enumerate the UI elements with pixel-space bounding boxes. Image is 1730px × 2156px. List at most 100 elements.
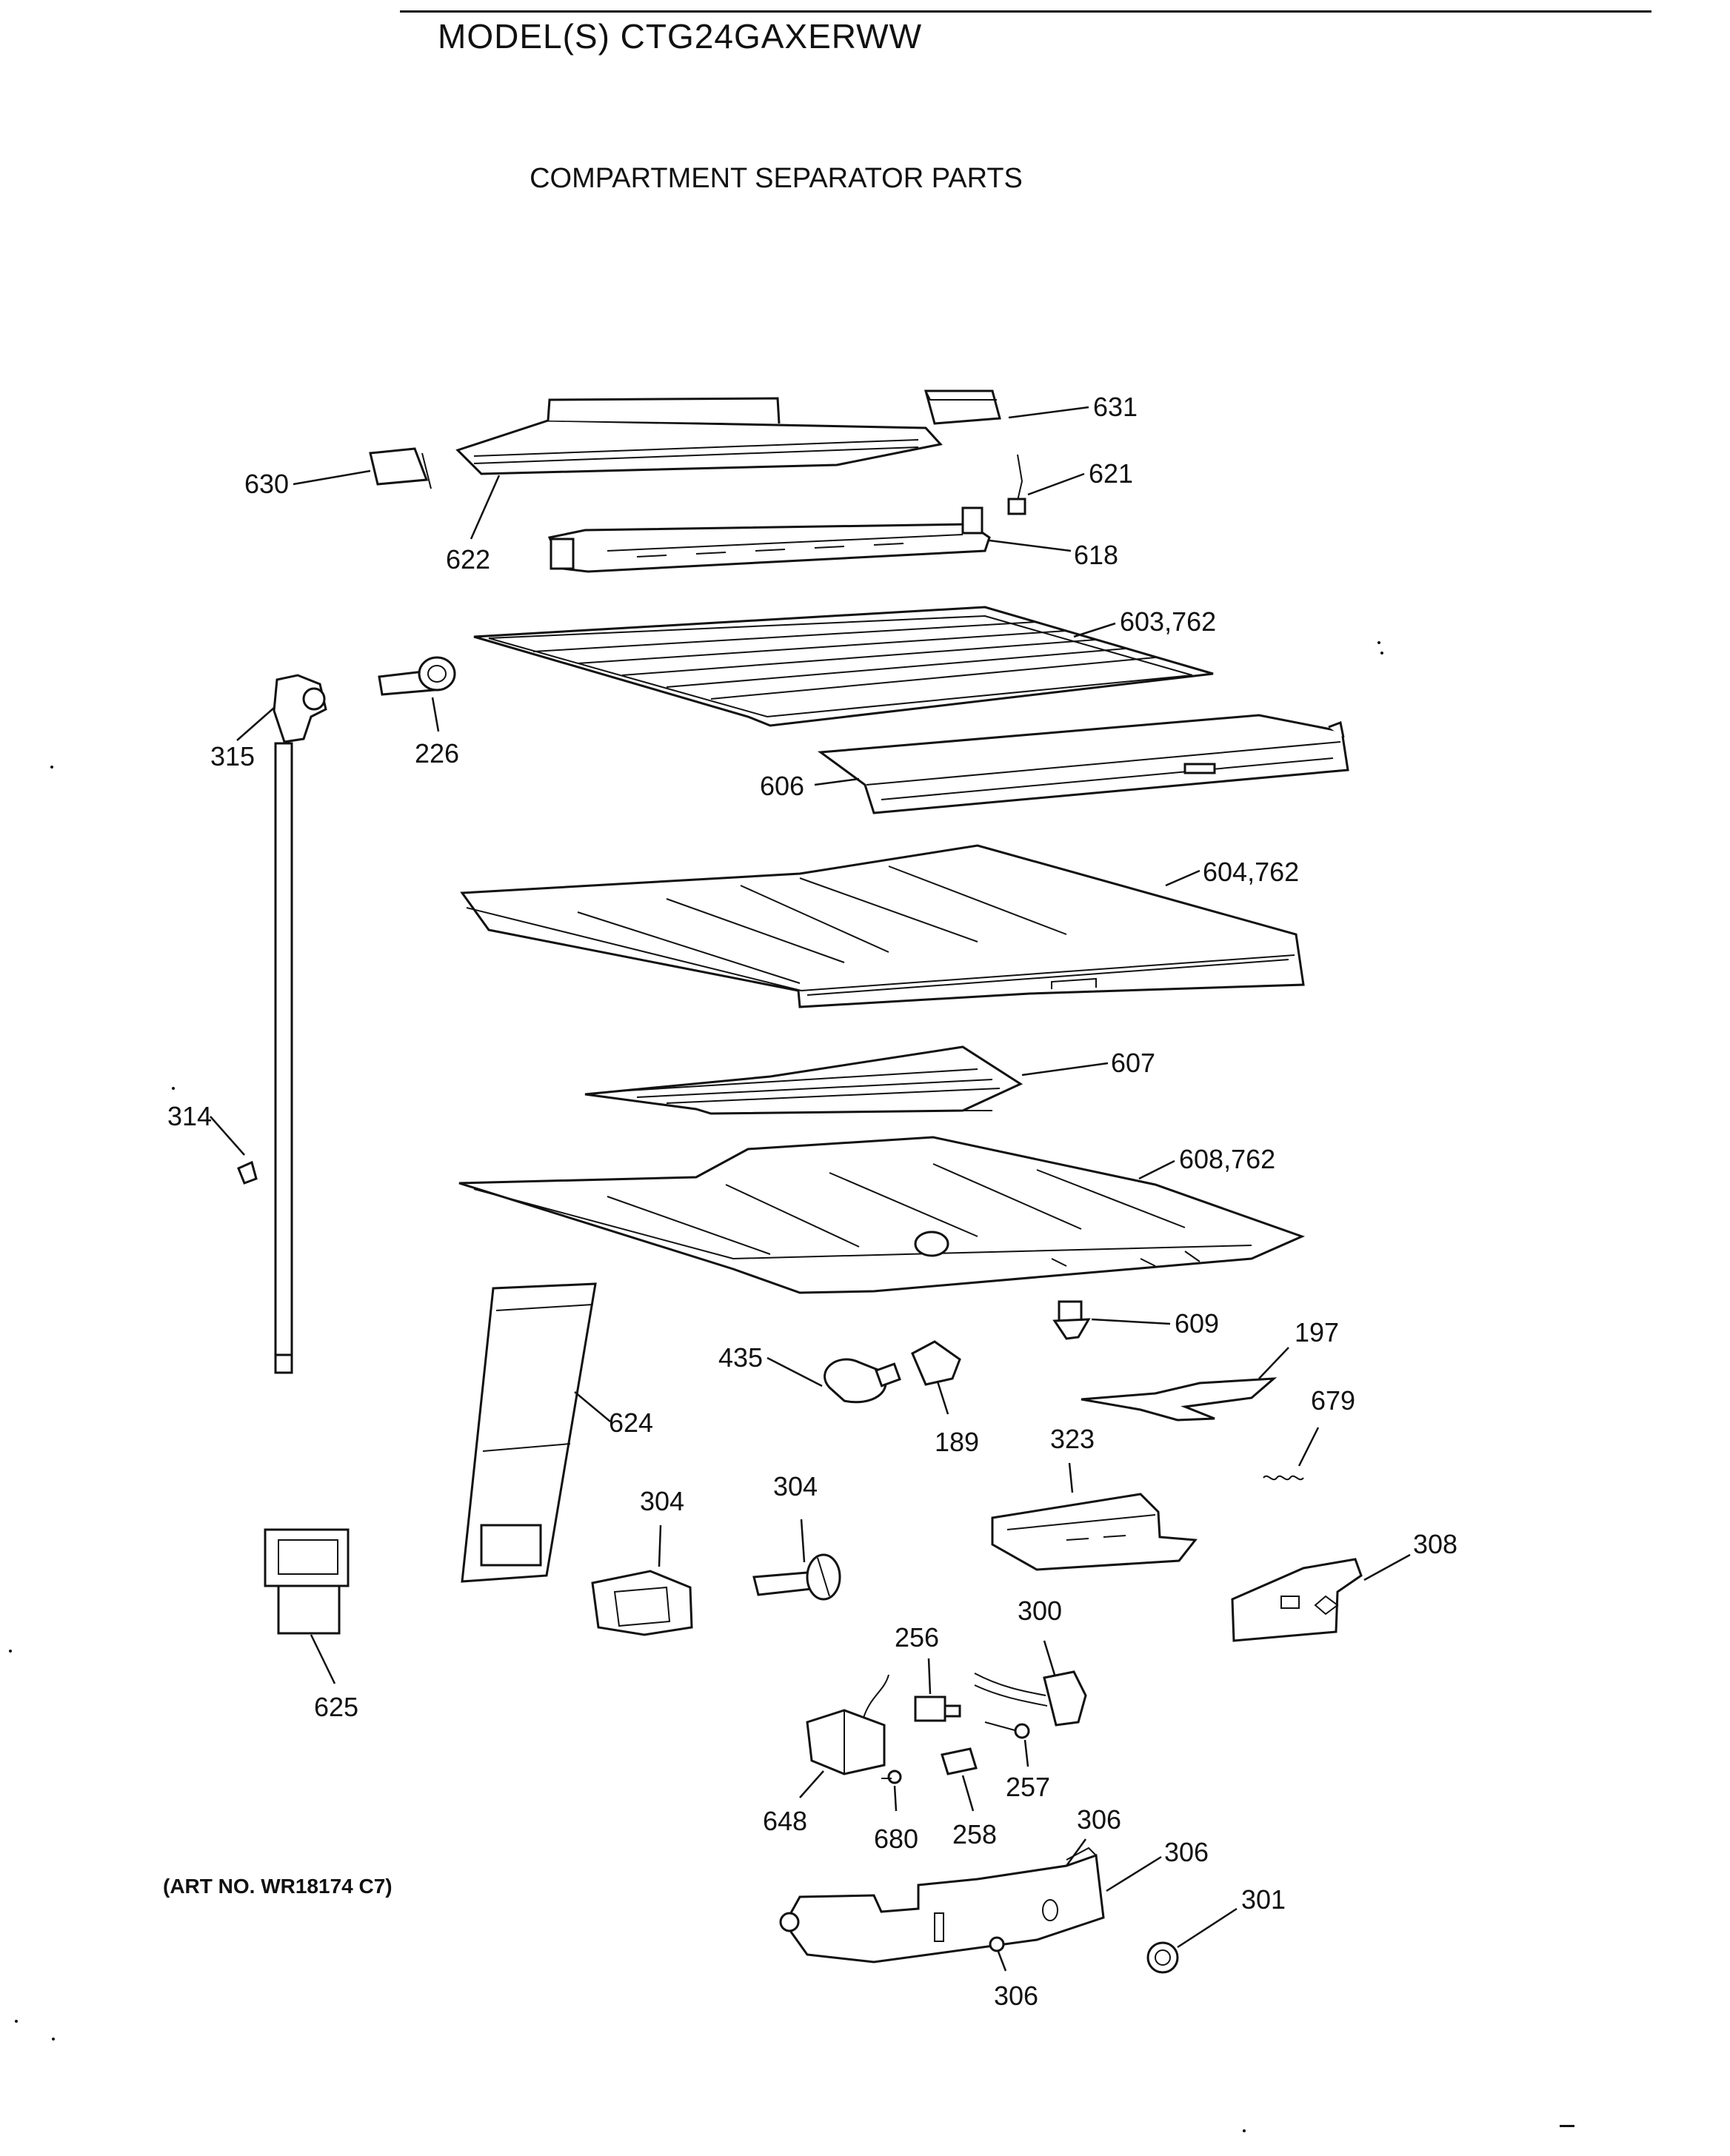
leader-301: [1177, 1907, 1238, 1949]
leader-304a: [658, 1524, 662, 1567]
callout-323: 323: [1050, 1424, 1095, 1454]
part-314: [237, 1160, 258, 1185]
callout-306a: 306: [1077, 1804, 1121, 1835]
callout-315: 315: [210, 741, 255, 771]
leader-622: [470, 475, 501, 540]
callout-608: 608,762: [1179, 1144, 1275, 1174]
callout-306c: 306: [994, 1981, 1038, 2011]
leader-304b: [800, 1519, 806, 1563]
leader-607: [1021, 1062, 1109, 1077]
callout-300: 300: [1018, 1596, 1062, 1626]
leader-630: [293, 469, 371, 486]
callout-189: 189: [935, 1427, 979, 1457]
leader-648: [799, 1770, 824, 1798]
part-435: [824, 1358, 901, 1404]
part-618: [547, 506, 991, 573]
part-630: [369, 447, 432, 489]
part-197: [1081, 1377, 1278, 1422]
scan-specks: [9, 641, 1574, 2132]
callout-304a: 304: [640, 1486, 684, 1516]
part-300: [974, 1670, 1087, 1727]
callout-301: 301: [1241, 1884, 1286, 1915]
leader-603: [1073, 622, 1116, 638]
callout-256: 256: [895, 1622, 939, 1653]
leader-606: [814, 777, 860, 786]
part-306-screw: [989, 1936, 1005, 1952]
part-625: [264, 1528, 350, 1635]
top-rule: [400, 10, 1651, 13]
part-304a: [591, 1570, 693, 1636]
part-608-762: [458, 1136, 1306, 1294]
callout-304b: 304: [773, 1471, 818, 1502]
callout-618: 618: [1074, 540, 1118, 570]
callout-631: 631: [1093, 392, 1138, 422]
part-257: [984, 1721, 1030, 1739]
part-308: [1231, 1558, 1363, 1642]
leader-189: [936, 1381, 949, 1415]
callout-306b: 306: [1164, 1837, 1209, 1867]
callout-622: 622: [446, 544, 490, 575]
part-256: [914, 1695, 961, 1722]
callout-679: 679: [1311, 1385, 1355, 1416]
callout-604: 604,762: [1203, 857, 1299, 887]
part-306: [779, 1847, 1105, 1964]
leader-609: [1091, 1318, 1171, 1325]
part-189: [911, 1340, 961, 1386]
callout-197: 197: [1295, 1317, 1339, 1348]
leader-608: [1138, 1159, 1175, 1180]
leader-624: [574, 1391, 611, 1422]
part-648: [806, 1674, 889, 1775]
leader-315: [236, 707, 275, 741]
part-603-762: [473, 606, 1214, 727]
part-680: [881, 1770, 902, 1784]
part-604-762: [460, 844, 1305, 1008]
callout-308: 308: [1413, 1529, 1457, 1559]
leader-226: [431, 697, 440, 732]
part-606: [817, 714, 1349, 814]
callout-603: 603,762: [1120, 606, 1216, 637]
part-323: [991, 1493, 1198, 1571]
callout-624: 624: [609, 1407, 653, 1438]
callout-621: 621: [1089, 458, 1133, 489]
callout-630: 630: [244, 469, 289, 499]
leader-308: [1363, 1553, 1411, 1581]
leader-300: [1043, 1640, 1056, 1675]
callout-226: 226: [415, 738, 459, 769]
part-301: [1146, 1941, 1179, 1974]
part-624: [461, 1282, 597, 1583]
part-315: [273, 674, 327, 1374]
leader-306a: [1065, 1838, 1087, 1867]
callout-625: 625: [314, 1692, 358, 1722]
part-226: [378, 656, 456, 696]
leader-435: [767, 1356, 823, 1387]
leader-314: [210, 1116, 245, 1156]
leader-306c: [997, 1951, 1007, 1972]
callout-609: 609: [1175, 1308, 1219, 1339]
part-607: [584, 1045, 1023, 1115]
part-609: [1052, 1300, 1091, 1340]
leader-680: [893, 1785, 898, 1812]
leader-604: [1165, 869, 1200, 887]
callout-314: 314: [167, 1101, 212, 1131]
art-number: (ART NO. WR18174 C7): [163, 1875, 393, 1898]
callout-648: 648: [763, 1806, 807, 1836]
leader-679: [1298, 1427, 1320, 1467]
callout-258: 258: [952, 1819, 997, 1849]
model-title: MODEL(S) CTG24GAXERWW: [438, 17, 922, 56]
leader-257: [1023, 1739, 1029, 1767]
leader-631: [1008, 406, 1089, 419]
leader-618: [989, 539, 1072, 552]
part-622: [455, 397, 943, 475]
callout-607: 607: [1111, 1048, 1155, 1078]
callout-435: 435: [718, 1342, 763, 1373]
leader-323: [1068, 1462, 1074, 1493]
leader-258: [961, 1775, 975, 1812]
callout-257: 257: [1006, 1772, 1050, 1802]
callout-606: 606: [760, 771, 804, 801]
leader-621: [1027, 472, 1085, 496]
leader-197: [1258, 1347, 1289, 1379]
section-title: COMPARTMENT SEPARATOR PARTS: [530, 163, 1023, 194]
leader-625: [310, 1634, 336, 1684]
